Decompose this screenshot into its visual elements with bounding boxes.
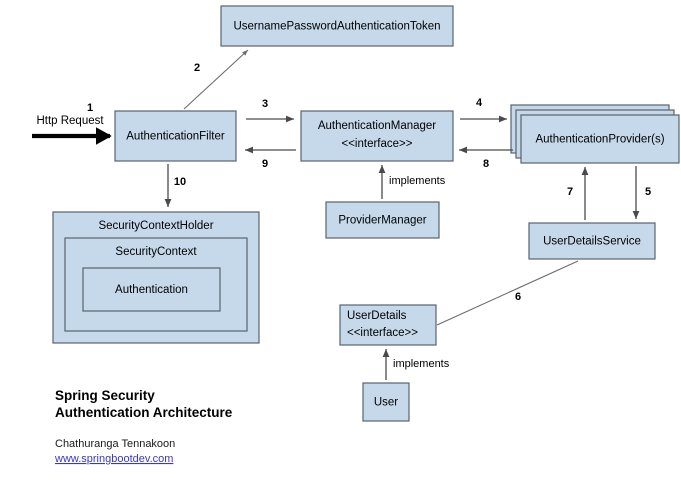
http-request-label: Http Request (36, 115, 104, 127)
edge-8-provider-to-manager: 8 (459, 146, 513, 170)
auth-provider-label: AuthenticationProvider(s) (535, 134, 664, 146)
auth-provider-box[interactable] (520, 114, 680, 164)
user-details-service-label: UserDetailsService (543, 236, 641, 248)
node-user-details[interactable]: UserDetails <<interface>> (339, 304, 437, 346)
auth-manager-stereotype: <<interface>> (342, 138, 413, 150)
title-line-1: Spring Security (55, 388, 155, 403)
node-authentication-manager[interactable]: AuthenticationManager <<interface>> (300, 110, 454, 162)
edge-3-number: 3 (262, 98, 268, 110)
node-authentication-provider[interactable]: AuthenticationProvider(s) (510, 104, 680, 164)
edge-7-number: 7 (567, 186, 573, 198)
node-security-context-holder[interactable]: SecurityContextHolder SecurityContext Au… (52, 211, 260, 344)
token-label: UsernamePasswordAuthenticationToken (233, 21, 440, 33)
edge-2-number: 2 (194, 62, 200, 74)
authentication-box[interactable] (82, 267, 221, 312)
auth-manager-label: AuthenticationManager (318, 120, 436, 132)
edge-6-user-details-service-to-user-details: 6 (436, 260, 579, 326)
edge-9-number: 9 (262, 158, 268, 170)
edge-4-manager-to-provider: 4 (460, 97, 507, 123)
node-user[interactable]: User (362, 382, 410, 422)
edge-2-filter-to-token: 2 (183, 49, 249, 110)
user-details-service-box[interactable] (528, 222, 656, 260)
edge-implements-user: implements (382, 349, 450, 380)
edge-8-number: 8 (483, 158, 489, 170)
edge-1-number: 1 (87, 102, 93, 114)
user-box[interactable] (362, 382, 410, 422)
user-details-box[interactable] (339, 304, 437, 346)
edge-6-line (436, 260, 579, 326)
edge-2-arrow (183, 49, 249, 110)
edge-7-user-details-service-to-provider: 7 (567, 167, 589, 220)
user-label: User (374, 397, 398, 409)
edge-5-number: 5 (645, 186, 651, 198)
security-context-holder-label: SecurityContextHolder (98, 220, 213, 232)
title-block: Spring Security Authentication Architect… (54, 388, 233, 465)
author-name: Chathuranga Tennakoon (55, 438, 175, 450)
edge-4-number: 4 (476, 97, 483, 109)
edge-9-manager-to-filter: 9 (245, 146, 296, 170)
authentication-label: Authentication (115, 284, 188, 296)
security-context-label: SecurityContext (115, 246, 197, 258)
node-authentication-filter[interactable]: AuthenticationFilter (114, 110, 237, 162)
title-line-2: Authentication Architecture (55, 405, 233, 420)
user-details-stereotype: <<interface>> (347, 327, 418, 339)
provider-manager-label: ProviderManager (338, 215, 426, 227)
edge-10-number: 10 (174, 176, 186, 188)
edge-implements-provider-manager: implements (378, 165, 446, 199)
node-provider-manager[interactable]: ProviderManager (325, 201, 440, 239)
edge-3-filter-to-manager: 3 (246, 98, 294, 123)
implements-user-label: implements (393, 358, 450, 370)
auth-filter-label: AuthenticationFilter (126, 131, 225, 143)
edge-1-http-request: Http Request 1 (32, 102, 112, 145)
edge-5-provider-to-user-details-service: 5 (632, 166, 651, 219)
auth-manager-box[interactable] (300, 110, 454, 162)
node-user-details-service[interactable]: UserDetailsService (528, 222, 656, 260)
user-details-label: UserDetails (347, 310, 407, 322)
implements-manager-label: implements (389, 175, 446, 187)
website-link[interactable]: www.springbootdev.com (54, 453, 173, 465)
node-username-password-authentication-token[interactable]: UsernamePasswordAuthenticationToken (220, 5, 454, 47)
edge-10-filter-to-context-holder: 10 (164, 164, 186, 207)
auth-filter-box[interactable] (114, 110, 237, 162)
token-box[interactable] (220, 5, 454, 47)
provider-manager-box[interactable] (325, 201, 440, 239)
edge-6-number: 6 (515, 291, 521, 303)
